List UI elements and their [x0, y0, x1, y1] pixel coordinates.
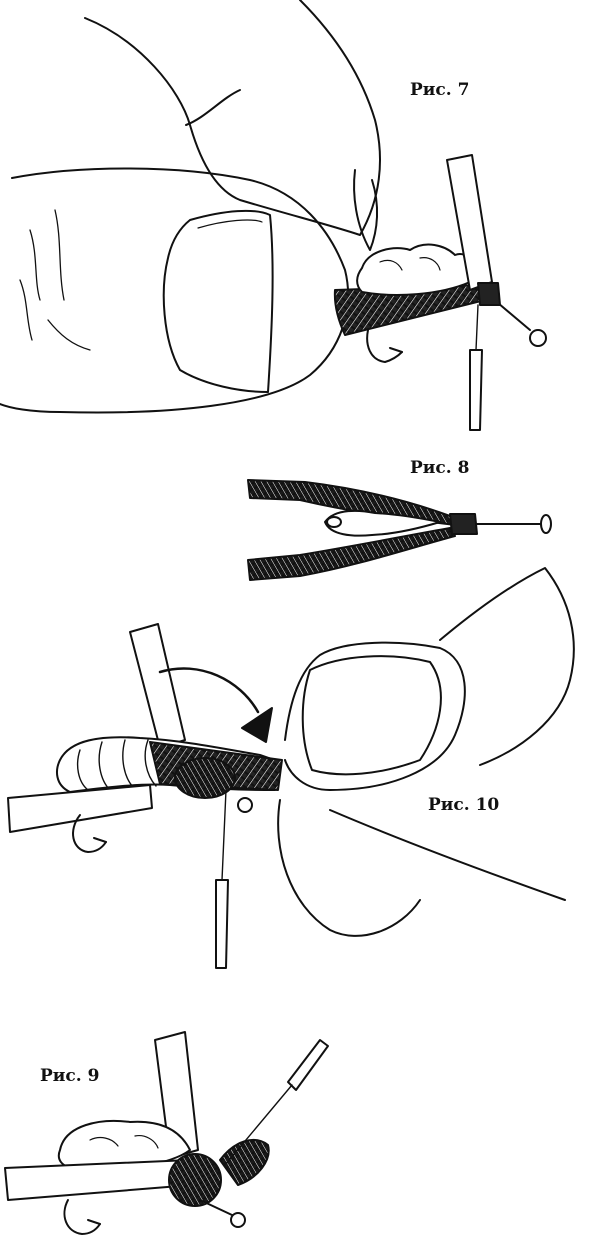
underbody-oval: [326, 516, 342, 528]
figure-10: [7, 567, 575, 969]
index-finger: [84, 0, 381, 236]
dubbing-underbody: [324, 509, 441, 537]
fig10-hook-eye: [237, 797, 253, 813]
figure-9-label: Рис. 9: [40, 1066, 100, 1086]
fig9-bobbin-thread: [224, 1084, 293, 1166]
thread-wraps: [477, 282, 501, 306]
fig10-tail-quill: [7, 784, 153, 833]
fig10-bobbin-tube: [215, 879, 229, 969]
hook-bend: [366, 329, 403, 363]
fig10-thumb-nail: [301, 655, 442, 776]
rotation-arrow-head: [241, 707, 273, 743]
fig10-finger-upper: [439, 567, 575, 766]
thumb: [0, 167, 349, 414]
thumb-nail-inner: [197, 219, 263, 229]
fig9-bobbin-tube: [287, 1039, 329, 1091]
fig10-hook-barb: [93, 837, 107, 843]
index-finger-crease: [185, 89, 241, 126]
fig9-hook-bend: [63, 1199, 101, 1235]
figure-8: [247, 479, 552, 581]
figure-8-label: Рис. 8: [410, 458, 470, 478]
thumb-wrinkles: [19, 209, 91, 351]
fig9-tail-quill: [4, 1159, 193, 1201]
figure-7: [0, 0, 547, 431]
fig10-palm-edge: [329, 809, 566, 901]
fig9-hook-eye-shank: [199, 1199, 233, 1216]
index-finger-nail-edge: [353, 169, 379, 251]
fig10-hackle-quill: [129, 623, 186, 749]
bobbin-tube: [469, 349, 483, 431]
fig9-hook-barb: [87, 1219, 101, 1225]
fig9-hackle-fibers: [219, 1139, 270, 1186]
fig10-hackle-ball: [174, 757, 236, 799]
bobbin-thread: [475, 304, 479, 351]
fig10-thumb: [284, 641, 466, 791]
figure-10-label: Рис. 10: [428, 795, 500, 815]
hook-barb: [389, 347, 403, 353]
hook-shank-wrap: [333, 284, 486, 336]
fig8-hook-eye: [540, 514, 552, 534]
fig9-body-lines: [89, 1135, 159, 1149]
bottom-wing-strip: [247, 527, 456, 581]
fig9-hook-eye: [230, 1212, 246, 1228]
fig10-bobbin-thread: [221, 789, 227, 881]
hook-eye: [529, 329, 547, 347]
thumb-nail: [162, 209, 274, 393]
figure-7-label: Рис. 7: [410, 80, 470, 100]
dubbing-body: [356, 243, 474, 296]
fig9-hackle-ball: [168, 1153, 222, 1207]
fig8-thread-wraps: [449, 513, 478, 535]
fig9-hackle-quill: [154, 1031, 199, 1159]
fig10-body-segments: [76, 739, 157, 791]
fig10-lower-finger: [277, 799, 421, 937]
dubbing-body-lines: [379, 257, 441, 271]
figure-9: [4, 1031, 329, 1235]
fig10-hook-bend: [72, 814, 107, 853]
rotation-arrow: [158, 667, 260, 714]
